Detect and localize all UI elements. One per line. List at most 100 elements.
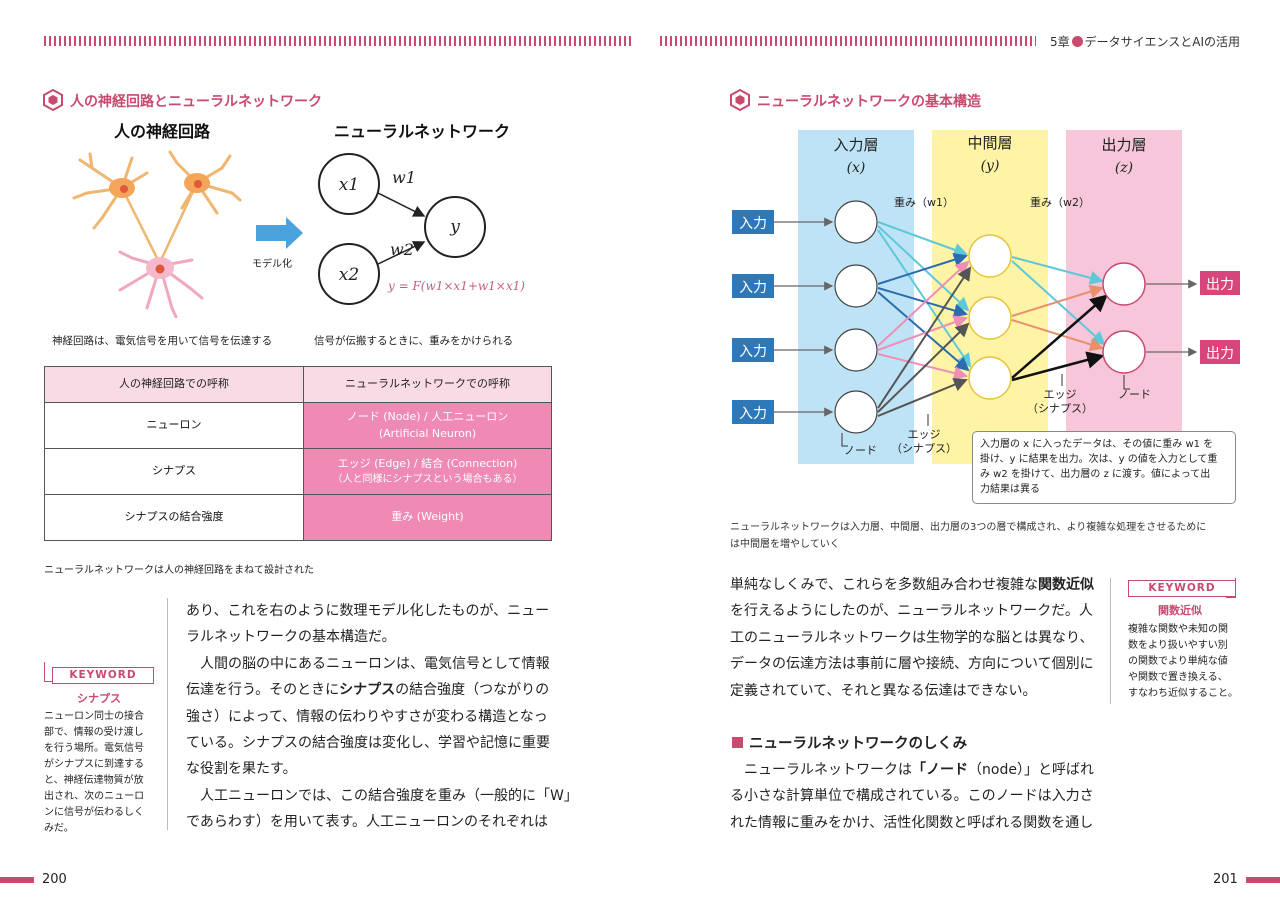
- caption-line: は中間層を増やしていく: [730, 538, 840, 550]
- terminology-table: 人の神経回路での呼称 ニューラルネットワークでの呼称 ニューロン ノード (No…: [44, 366, 552, 541]
- right-body-text-2: ニューラルネットワークは「ノード（node）」と呼ばれ る小さな計算単位で構成さ…: [730, 757, 1094, 836]
- page-bar-left: [0, 877, 34, 883]
- keyword-line: を行う場所。電気信号: [44, 743, 144, 754]
- weight-w2-caption: 重み（w2）: [1030, 195, 1090, 209]
- margin-divider: [1110, 578, 1111, 704]
- keyword-term: シナプス: [77, 692, 121, 705]
- input-label: 入力: [739, 280, 767, 296]
- edge-annotation-2: エッジ: [1044, 388, 1077, 401]
- body-emphasis: と呼ばれ: [1037, 762, 1094, 778]
- input-label: 入力: [739, 216, 767, 232]
- caption-line: ニューラルネットワークは入力層、中間層、出力層の3つの層で構成され、より複雑な処…: [730, 522, 1207, 533]
- table-cell: 重み (Weight): [303, 494, 552, 541]
- keyword-line: ンに信号が伝わるしく: [44, 807, 144, 818]
- model-arrow-icon: [256, 217, 303, 249]
- edge-annotation-1: エッジ: [908, 428, 941, 441]
- network-structure-diagram: 入力層 (x) 中間層 (y) 出力層 (z) 重み（w1） 重み（w2） 入力…: [732, 130, 1240, 464]
- hidden-layer-var: (y): [981, 158, 1000, 174]
- network-caption: 信号が伝搬するときに、重みをかけられる: [314, 335, 514, 347]
- chapter-dot-icon: [1071, 36, 1083, 47]
- table-cell: ノード (Node) / 人工ニューロン(Artificial Neuron): [303, 402, 552, 449]
- keyword-description: 複雑な関数や未知の関 数をより扱いやすい別 の関数でより単純な値 や関数で置き換…: [1128, 622, 1238, 702]
- body-line: る小さな計算単位で構成されている。このノードは入力さ: [730, 788, 1094, 805]
- left-body-text: あり、これを右のように数理モデル化したものが、ニュー ラルネットワークの基本構造…: [186, 598, 578, 836]
- input-layer-var: (x): [847, 160, 866, 176]
- body-line: ラルネットワークの基本構造だ。: [186, 629, 396, 646]
- output-label: 出力: [1206, 277, 1234, 293]
- body-line: 強さ）によって、情報の伝わりやすさが変わる構造となっ: [186, 708, 548, 725]
- hexagon-bullet-icon: [730, 89, 750, 111]
- body-line: ている。シナプスの結合強度は変化し、学習や記憶に重要: [186, 735, 550, 752]
- body-text: 単純なしくみで、これらを多数組み合わせ複雑な: [730, 577, 1038, 593]
- body-line: れた情報に重みをかけ、活性化関数と呼ばれる関数を通し: [730, 814, 1094, 831]
- note-line: 掛け、y に結果を出力。次は、y の値を入力として重: [980, 454, 1218, 465]
- keyword-badge: KEYWORD: [1128, 580, 1236, 597]
- keyword-badge: KEYWORD: [52, 667, 154, 684]
- keyword-line: や関数で置き換える、: [1128, 672, 1228, 683]
- table-cell: シナプスの結合強度: [44, 494, 304, 541]
- table-header-cell: ニューラルネットワークでの呼称: [303, 366, 552, 403]
- keyword-line: みだ。: [44, 823, 74, 834]
- input-label-group: 入力 入力 入力 入力: [732, 210, 774, 424]
- model-arrow-label: モデル化: [252, 259, 292, 270]
- table-row: シナプス エッジ (Edge) / 結合 (Connection)（人と同様にシ…: [44, 448, 552, 495]
- margin-divider: [167, 598, 168, 830]
- table-row: ニューロン ノード (Node) / 人工ニューロン(Artificial Ne…: [44, 402, 552, 449]
- page-bar-right: [1246, 877, 1280, 883]
- right-body-text: 単純なしくみで、これらを多数組み合わせ複雑な関数近似 を行えるようにしたのが、ニ…: [730, 572, 1094, 704]
- table-cell-line: ノード (Node) / 人工ニューロン: [346, 410, 509, 423]
- body-emphasis: 「ノード: [912, 762, 968, 778]
- diagram-note-box: 入力層の x に入ったデータは、その値に重み w1 を 掛け、y に結果を出力。…: [972, 431, 1236, 504]
- table-header-row: 人の神経回路での呼称 ニューラルネットワークでの呼称: [44, 366, 552, 403]
- body-line: であらわす）を用いて表す。人工ニューロンのそれぞれは: [186, 814, 549, 831]
- header-tick-rule-left: [44, 36, 634, 46]
- keyword-line: と、神経伝達物質が放: [44, 775, 144, 786]
- input-layer-title: 入力層: [833, 136, 878, 154]
- neural-network-subtitle: ニューラルネットワーク: [334, 122, 511, 141]
- node-annotation-output: ノード: [1118, 388, 1151, 401]
- body-line: を行えるようにしたのが、ニューラルネットワークだ。人: [730, 603, 1093, 620]
- output-layer-title: 出力層: [1101, 136, 1146, 154]
- keyword-line: の関数でより単純な値: [1128, 656, 1228, 667]
- diagram-caption: ニューラルネットワークは入力層、中間層、出力層の3つの層で構成され、より複雑な処…: [730, 520, 1206, 553]
- page-number-right: 201: [1213, 872, 1238, 887]
- subsection-heading-text: ニューラルネットワークのしくみ: [749, 736, 968, 752]
- simple-network-diagram: x1 x2 y w1 w2 y = F(w1×x1+w1×x1): [318, 153, 525, 305]
- neuron-illustration: [72, 150, 242, 318]
- left-section-title: 人の神経回路とニューラルネットワーク: [70, 94, 322, 110]
- note-line: 入力層の x に入ったデータは、その値に重み w1 を: [980, 439, 1214, 450]
- neural-circuit-subtitle: 人の神経回路: [114, 122, 211, 141]
- body-text: の結合強度（つながりの: [395, 682, 550, 699]
- body-text: ニューラルネットワークは: [730, 762, 912, 778]
- hexagon-bullet-icon: [43, 89, 63, 111]
- circuit-caption: 神経回路は、電気信号を用いて信号を伝達する: [52, 335, 273, 347]
- node-annotation-input: ノード: [844, 444, 877, 457]
- table-cell: ニューロン: [44, 402, 304, 449]
- table-cell-line: エッジ (Edge) / 結合 (Connection): [337, 456, 518, 470]
- keyword-hook: [44, 662, 54, 682]
- table-header-cell: 人の神経回路での呼称: [44, 366, 304, 403]
- body-line: 人工ニューロンでは、この結合強度を重み（一般的に「W」: [186, 787, 578, 804]
- input-label: 入力: [739, 406, 767, 422]
- table-row: シナプスの結合強度 重み (Weight): [44, 494, 552, 541]
- edge-annotation-2-sub: （シナプス）: [1027, 402, 1093, 415]
- weight-w2-label: w2: [390, 240, 414, 259]
- note-line: み w2 を掛けて、出力層の z に渡す。値によって出: [980, 469, 1211, 480]
- table-cell: エッジ (Edge) / 結合 (Connection) （人と同様にシナプスとい…: [303, 448, 552, 495]
- body-emphasis: シナプス: [339, 682, 396, 699]
- body-line: 人間の脳の中にあるニューロンは、電気信号として情報: [186, 655, 550, 672]
- right-section-title: ニューラルネットワークの基本構造: [757, 94, 981, 110]
- body-text: （node）」: [968, 762, 1038, 778]
- body-line: あり、これを右のように数理モデル化したものが、ニュー: [186, 603, 550, 619]
- chapter-number: 5章: [1049, 35, 1070, 49]
- node-x2-label: x2: [339, 265, 359, 285]
- keyword-line: 複雑な関数や未知の関: [1128, 624, 1228, 635]
- body-line: データの伝達方法は事前に層や接続、方向について個別に: [730, 656, 1094, 673]
- chapter-title: データサイエンスとAIの活用: [1084, 35, 1240, 49]
- subsection-heading: ニューラルネットワークのしくみ: [732, 732, 967, 753]
- output-label: 出力: [1206, 346, 1234, 362]
- node-y-label: y: [449, 217, 460, 237]
- body-line: 単純なしくみで、これらを多数組み合わせ複雑な関数近似: [730, 572, 1094, 598]
- weight-w1-label: w1: [392, 168, 416, 187]
- table-cell-line: （人と同様にシナプスという場合もある）: [332, 474, 523, 486]
